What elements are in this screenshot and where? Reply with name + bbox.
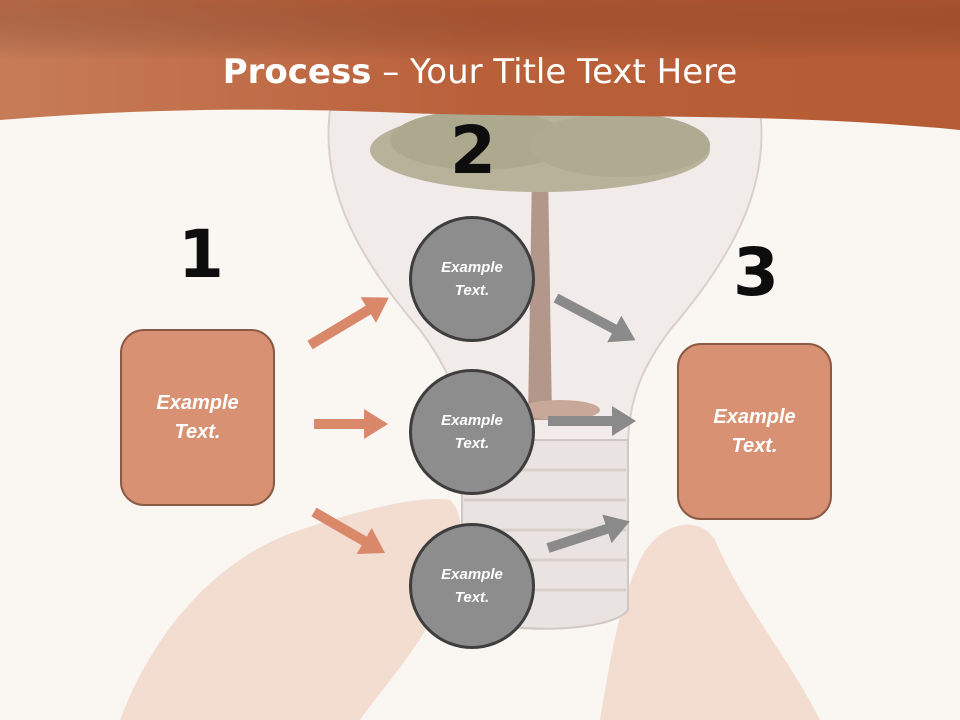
circle-2-line1: Example bbox=[441, 412, 503, 429]
right-step-box: Example Text. bbox=[677, 343, 832, 520]
arrow-down-right-orange bbox=[311, 507, 386, 554]
left-hand-shape bbox=[120, 499, 461, 720]
title-bold: Process bbox=[222, 52, 372, 92]
left-box-line2: Text. bbox=[174, 420, 221, 443]
step-circle-3: Example Text. bbox=[409, 523, 535, 649]
right-hand-shape bbox=[600, 524, 820, 720]
right-box-line2: Text. bbox=[731, 434, 778, 457]
step-number-1: 1 bbox=[178, 216, 224, 293]
circle-3-line1: Example bbox=[441, 566, 503, 583]
step-number-2: 2 bbox=[450, 112, 496, 189]
circle-1-line2: Text. bbox=[454, 282, 490, 299]
step-circle-1: Example Text. bbox=[409, 216, 535, 342]
step-circle-2: Example Text. bbox=[409, 369, 535, 495]
slide-title: Process – Your Title Text Here bbox=[0, 52, 960, 92]
left-step-box: Example Text. bbox=[120, 329, 275, 506]
step-number-3: 3 bbox=[733, 234, 779, 311]
left-box-line1: Example bbox=[156, 391, 239, 414]
arrow-down-right-gray bbox=[553, 293, 636, 343]
tree-trunk-shape bbox=[528, 170, 552, 420]
circle-1-line1: Example bbox=[441, 259, 503, 276]
arrow-up-right-gray bbox=[546, 514, 630, 553]
title-rest: – Your Title Text Here bbox=[371, 52, 738, 92]
arrow-right-gray bbox=[548, 406, 636, 436]
arrow-right-orange bbox=[314, 409, 388, 439]
arrow-up-right-orange bbox=[307, 297, 389, 350]
circle-3-line2: Text. bbox=[454, 589, 490, 606]
right-box-line1: Example bbox=[713, 405, 796, 428]
circle-2-line2: Text. bbox=[454, 435, 490, 452]
